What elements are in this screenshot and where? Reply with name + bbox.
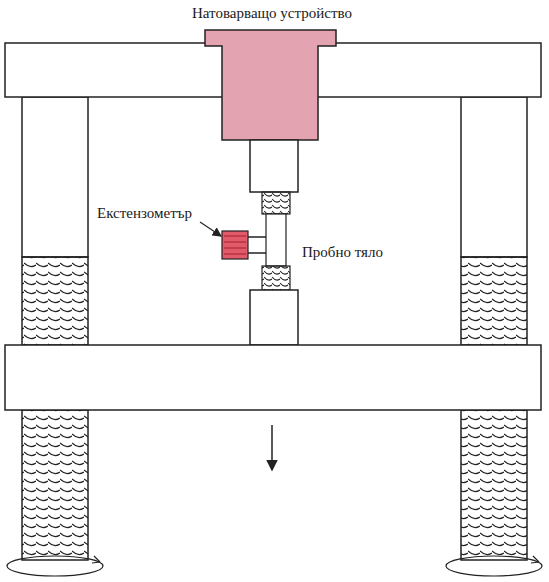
rotation-arrow [7, 556, 542, 576]
loading-device [205, 30, 336, 140]
specimen-thread [262, 266, 290, 290]
part-label: Екстензометър [95, 205, 194, 222]
grip [250, 140, 298, 192]
motion-arrow [271, 425, 273, 470]
column [22, 97, 88, 560]
extensometer [222, 231, 266, 259]
specimen [266, 214, 286, 266]
grip [250, 290, 298, 345]
lower-crossbeam [5, 345, 541, 410]
column [461, 97, 527, 560]
part-label: Пробно тяло [300, 244, 385, 261]
specimen-thread [262, 192, 290, 214]
leader-arrow [200, 222, 221, 236]
part-label: Натоварващо устройство [190, 5, 354, 22]
